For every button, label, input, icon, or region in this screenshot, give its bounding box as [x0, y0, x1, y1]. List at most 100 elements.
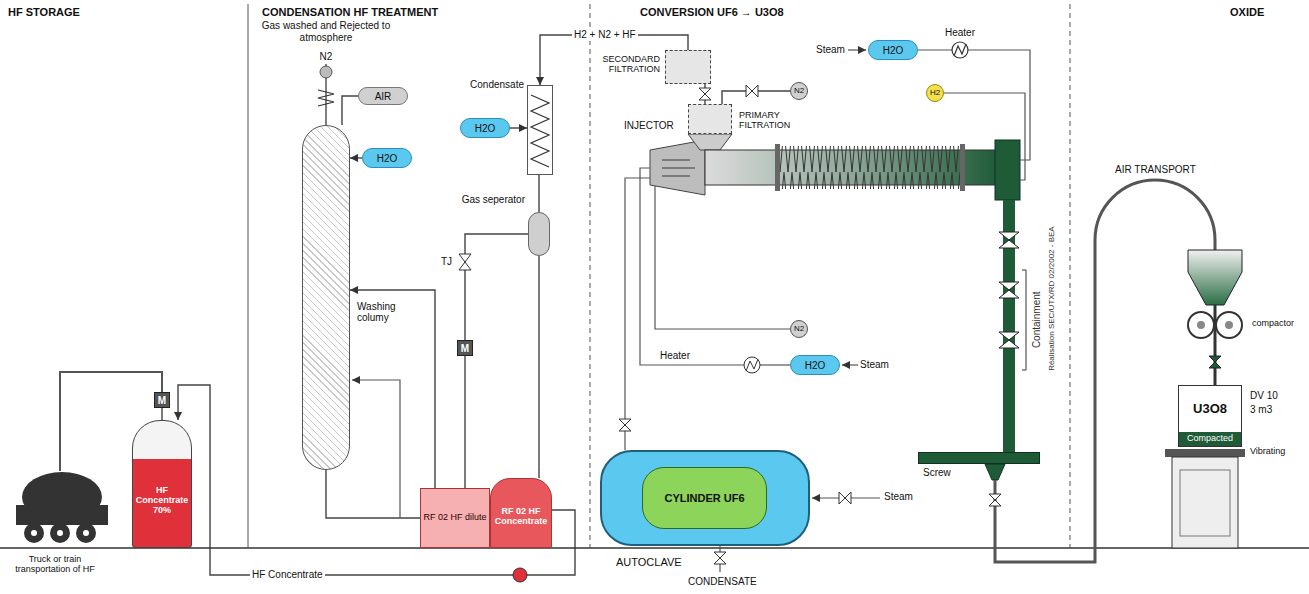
part-label: compactor: [1252, 318, 1294, 328]
condenser: Condensate: [527, 85, 553, 175]
autoclave: AUTOCLAVECYLINDER UF6: [600, 450, 810, 546]
condenser-coil: [531, 95, 549, 167]
pipe-connector: [342, 96, 358, 125]
spec-label: 3 m3: [1250, 404, 1272, 416]
primary-filter: PRIMARY FILTRATION: [688, 104, 732, 134]
filtration-valves: [746, 85, 758, 97]
concentrate-tank: RF 02 HF Concentrate: [490, 478, 552, 548]
dilute-tank: RF 02 HF dilute: [420, 488, 490, 548]
pipe-connector: [178, 385, 575, 575]
utility-label: Steam: [884, 491, 913, 503]
washing-column: Washing columy: [302, 125, 350, 470]
air-transport-pipe: [985, 464, 1005, 480]
part-label: Vibrating: [1250, 446, 1285, 456]
note: Gas washed and Rejected to atmosphere: [251, 20, 401, 43]
nitrogen-inlet: N2: [790, 82, 808, 100]
rotary-kiln: [775, 144, 780, 191]
valves-and-heater: [839, 492, 851, 504]
part-label: Heater: [936, 27, 984, 39]
heater-lines: [968, 50, 1030, 160]
pipe-connector: [538, 175, 539, 212]
section-title: OXIDE: [1230, 6, 1264, 19]
watermark: Réalisation SEC/UTX/RD 02/2002 - BEA: [1047, 204, 1056, 394]
cyclone-compactor: [1188, 312, 1214, 338]
heater-lines: [918, 49, 952, 50]
node-text: AUTOCLAVE: [616, 556, 682, 568]
containment-pipe: [999, 282, 1019, 298]
pipe-connector: [538, 256, 539, 478]
gas-separator: Gas seperator: [528, 212, 550, 256]
valves-and-heater: [714, 552, 726, 564]
recirculation-pipe: [352, 380, 400, 518]
node-text: AIR: [375, 91, 392, 102]
recirculation-pipe: [352, 380, 400, 518]
pipe-connector: [510, 127, 527, 128]
tj-valve: [459, 254, 471, 270]
valves-and-heater: [746, 359, 758, 371]
nitrogen-inlet: N2: [790, 320, 808, 338]
spec-label: DV 10: [1250, 390, 1278, 402]
utility-label: Steam: [816, 44, 845, 56]
node-text: N2: [794, 87, 804, 96]
valves-and-heater: [744, 357, 760, 373]
node-text: HF Concentrate 70%: [133, 486, 191, 516]
node-text: H2O: [377, 153, 398, 164]
feed-lines: [625, 178, 650, 450]
node-text: PRIMARY FILTRATION: [739, 111, 811, 131]
node-text: SECONDARD FILTRATION: [592, 55, 660, 75]
node-text: Compacted: [1179, 432, 1241, 446]
heater-lines: [944, 93, 1025, 180]
water-inlet: H2O: [790, 355, 840, 375]
truck: [16, 505, 108, 525]
vibrating-table: [1180, 470, 1230, 536]
part-label: INJECTOR: [624, 120, 674, 132]
filtration-valves: [699, 88, 711, 100]
exhaust-fan: [318, 64, 334, 125]
ground-line: [0, 548, 1309, 549]
exhaust-fan: [320, 66, 332, 78]
node-text: U3O8: [1179, 386, 1241, 432]
containment-pipe: [999, 332, 1019, 348]
air-inlet: AIR: [358, 87, 408, 105]
cyclone-compactor: [1197, 321, 1205, 329]
pump: [513, 568, 527, 582]
heater-lines: [848, 49, 866, 50]
pipe-connector: [161, 408, 162, 420]
truck: [31, 530, 37, 536]
cyclone-compactor: [1214, 305, 1217, 385]
node-text: N2: [794, 325, 804, 334]
cyclone-compactor: [1209, 356, 1221, 368]
utility-label: Steam: [860, 359, 889, 371]
pipe-connector: [350, 157, 362, 158]
caption-note: Truck or train transportation of HF: [5, 554, 105, 575]
truck: [83, 530, 89, 536]
flow-label: H2 + N2 + HF: [572, 29, 638, 41]
node-text: Gas seperator: [437, 194, 525, 205]
vibrating-table: [1172, 457, 1238, 548]
secondary-filter: SECONDARD FILTRATION: [665, 50, 711, 84]
heater-lines: [954, 44, 966, 56]
node-text: M: [461, 343, 469, 354]
node-text: H2O: [475, 123, 496, 134]
containment-pipe: [999, 232, 1019, 248]
truck: [57, 530, 63, 536]
truck: [76, 523, 96, 543]
cyclone-compactor: [1216, 312, 1242, 338]
pipe-connector: [464, 356, 465, 488]
feed-lines: [625, 168, 880, 572]
injector: [688, 134, 732, 150]
feed-lines: [760, 364, 790, 365]
hydrogen-inlet: H2: [926, 84, 944, 102]
uf6-cylinder: CYLINDER UF6: [642, 467, 767, 529]
rotary-kiln: [705, 140, 1020, 200]
section-title: HF STORAGE: [8, 6, 80, 19]
ground-line: [0, 547, 1309, 549]
storage-tank: HF Concentrate 70%: [132, 420, 192, 548]
water-inlet: H2O: [362, 148, 412, 168]
node-text: CYLINDER UF6: [664, 492, 744, 504]
node-text: Washing columy: [357, 301, 429, 323]
air-transport-pipe: [989, 494, 1001, 506]
gas-label: N2: [316, 51, 336, 63]
part-label: Containment: [1031, 285, 1043, 355]
vibrating-table: [1165, 449, 1245, 457]
